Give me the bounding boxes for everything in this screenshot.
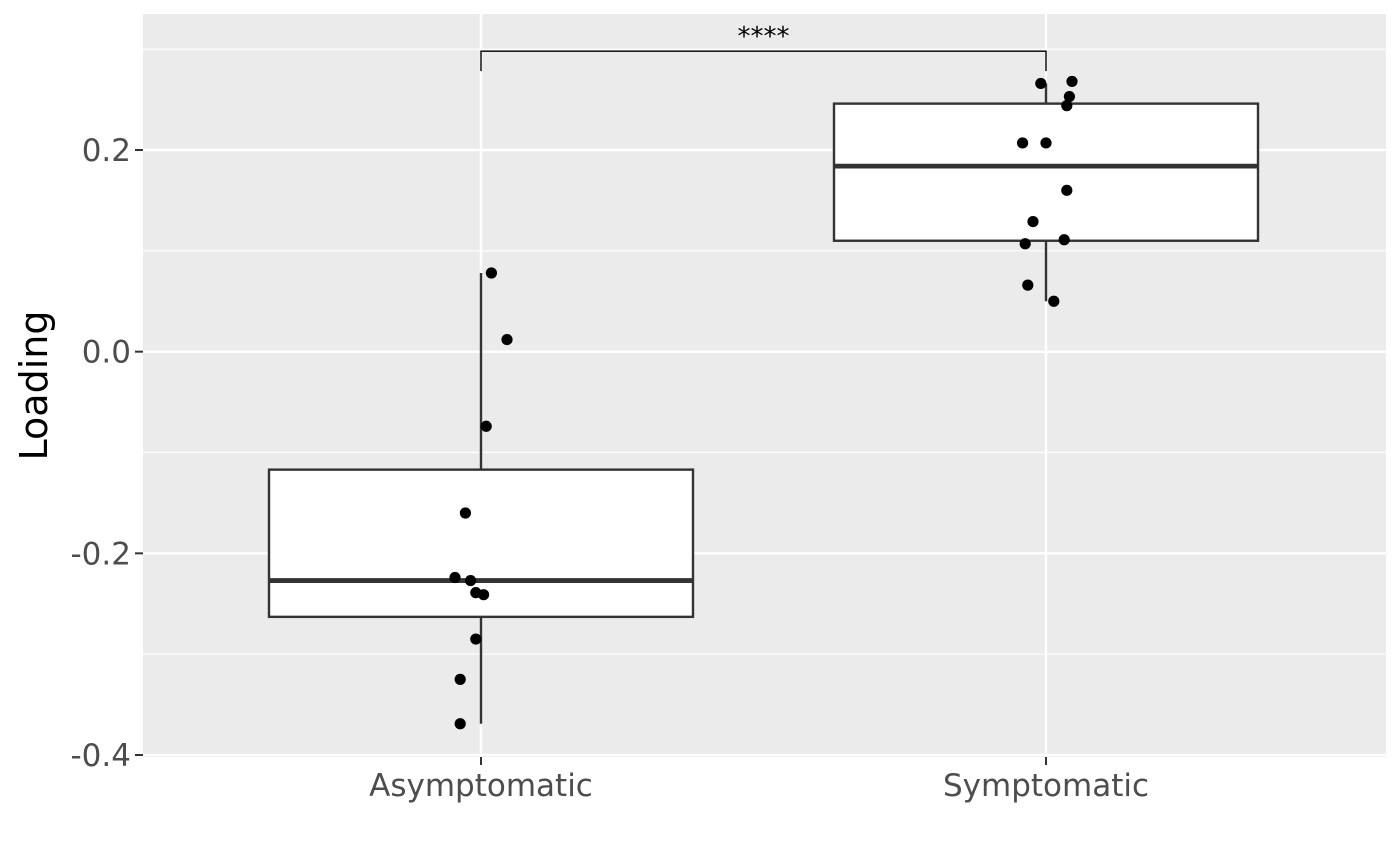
data-point	[465, 574, 477, 587]
data-point	[1048, 295, 1060, 307]
y-axis-title: Loading	[12, 311, 56, 461]
y-tick-label: 0.2	[82, 133, 131, 169]
data-point	[1061, 100, 1073, 112]
minor-gridlines	[143, 48, 1386, 655]
significance-bracket: ****	[480, 22, 1047, 72]
significance-bracket-line	[480, 50, 1047, 72]
data-point	[449, 571, 461, 584]
data-point	[1017, 137, 1029, 149]
data-point	[480, 420, 492, 432]
data-point	[478, 589, 490, 601]
y-tick-label: -0.4	[71, 738, 132, 774]
data-point	[1058, 234, 1070, 246]
significance-label: ****	[738, 22, 790, 52]
data-point	[454, 718, 466, 730]
y-axis: -0.4 -0.2 0.0 0.2	[71, 133, 143, 774]
data-point	[1027, 215, 1039, 228]
data-point	[1019, 238, 1031, 250]
data-point	[1063, 90, 1075, 103]
data-point	[1040, 137, 1052, 149]
data-point	[454, 673, 466, 685]
data-point	[459, 507, 471, 519]
box-iqr	[832, 102, 1260, 242]
y-tick-label: -0.2	[71, 536, 132, 572]
boxes	[267, 83, 1260, 724]
x-tick-label: Asymptomatic	[369, 768, 593, 804]
y-tick-label: 0.0	[82, 335, 131, 371]
data-point	[1022, 279, 1034, 291]
x-tick-label: Symptomatic	[943, 768, 1149, 804]
box-symptomatic	[832, 83, 1260, 302]
data-point	[1066, 75, 1078, 88]
data-point	[1061, 184, 1073, 196]
data-point	[485, 267, 497, 279]
data-points	[449, 75, 1078, 730]
data-point	[501, 333, 513, 346]
data-point	[1035, 77, 1047, 90]
x-axis: Asymptomatic Symptomatic	[369, 757, 1149, 804]
data-point	[470, 633, 482, 645]
